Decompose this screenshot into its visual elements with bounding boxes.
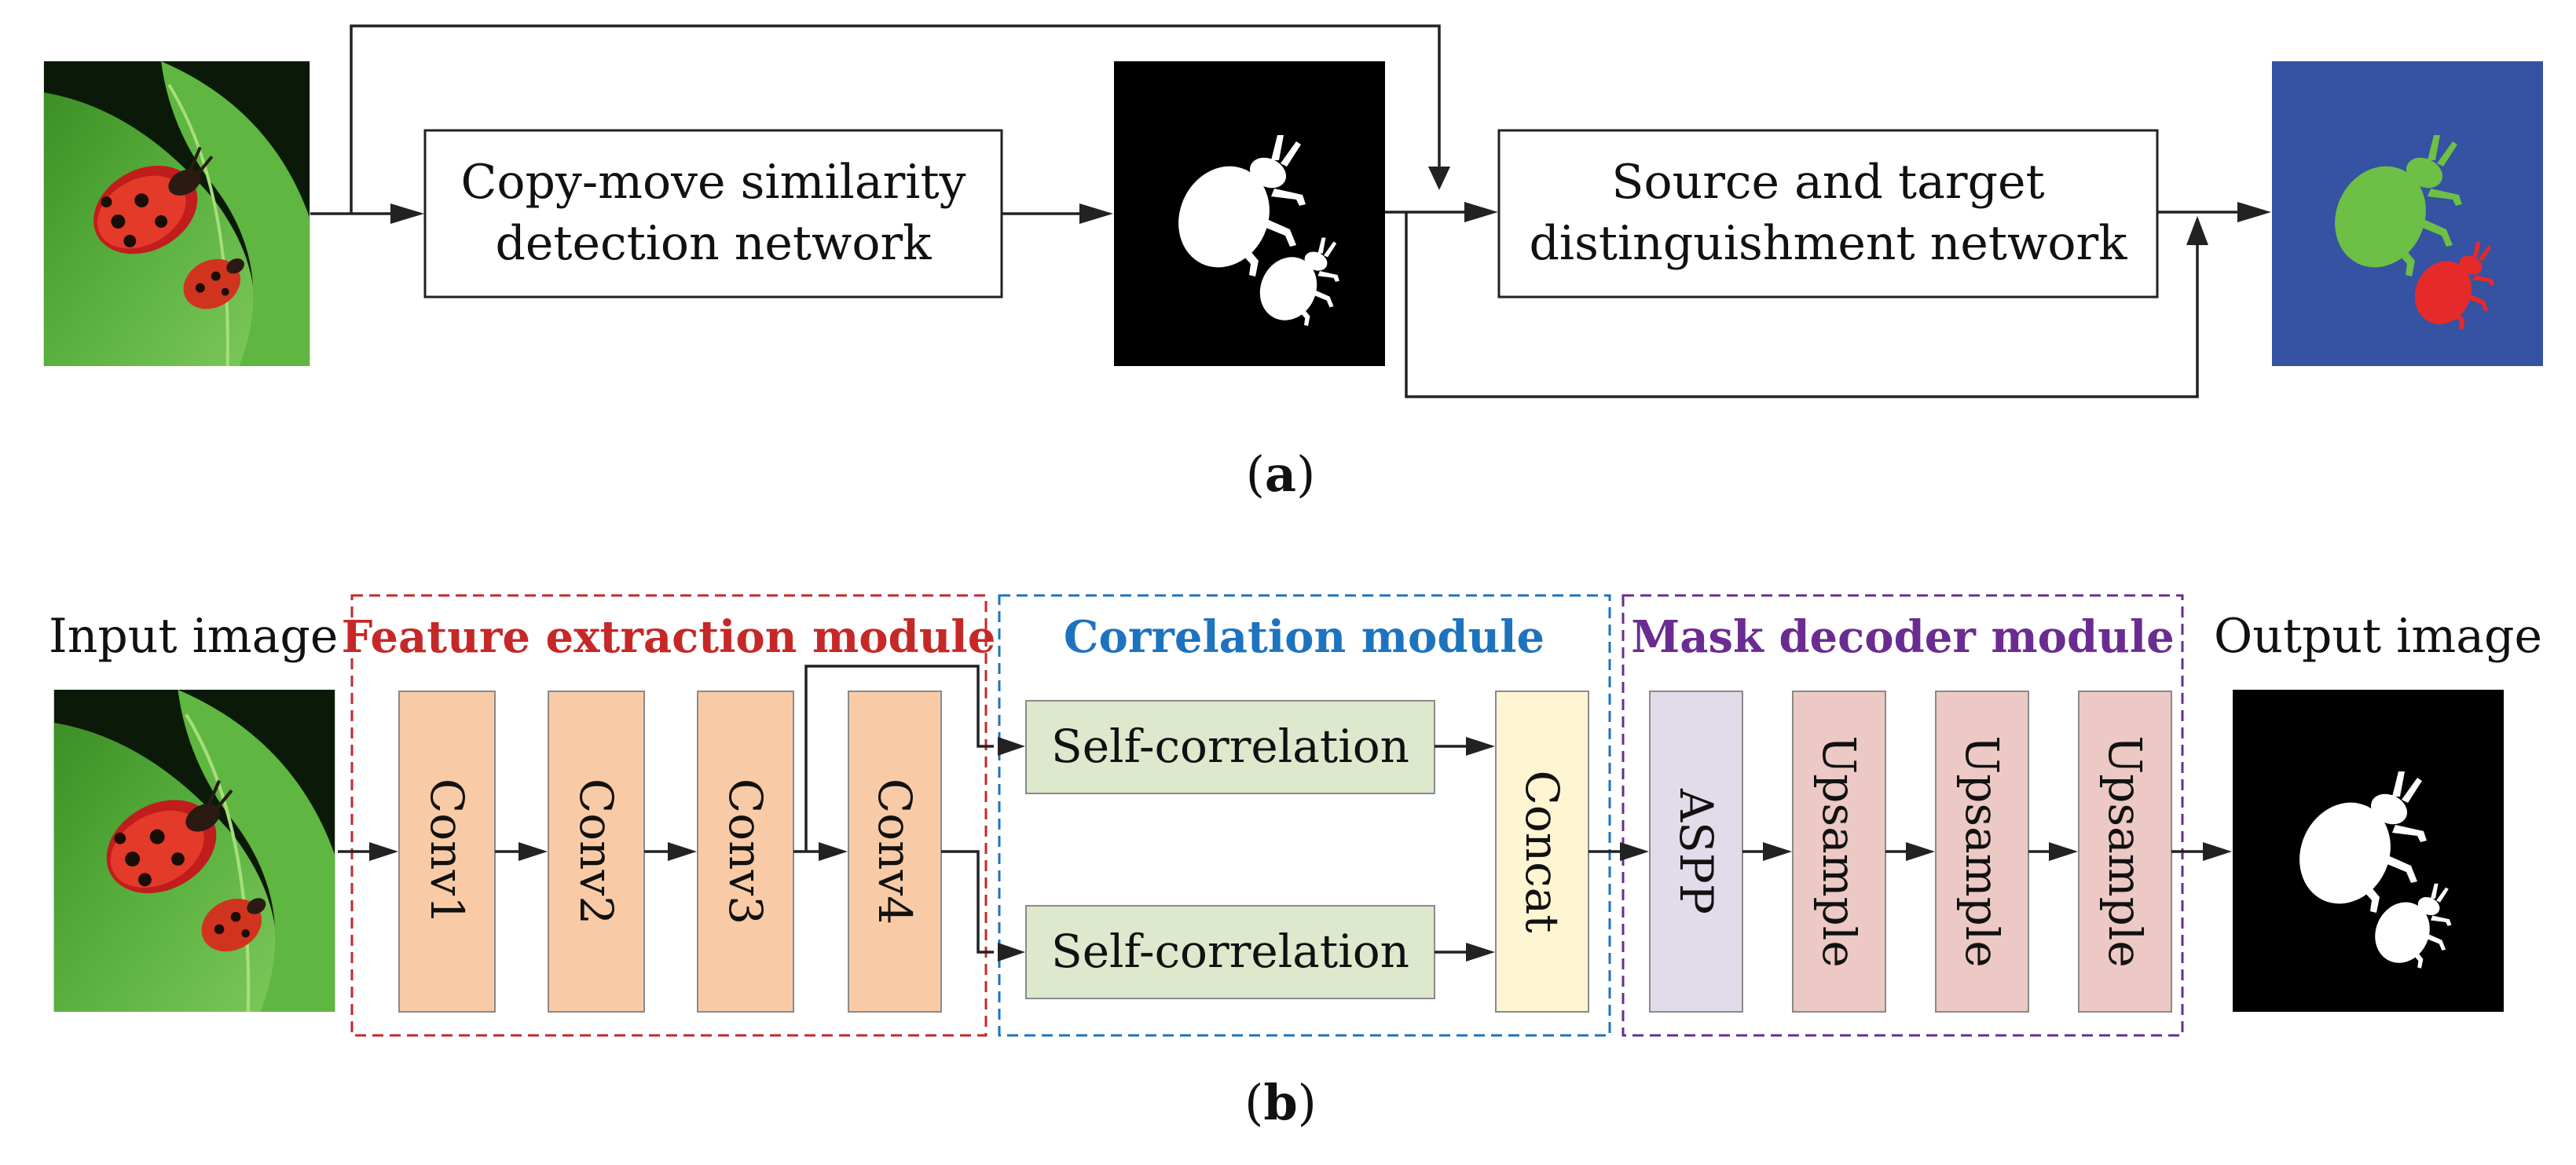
binary-mask-image [1114, 61, 1385, 366]
block1-line2: detection network [495, 216, 932, 271]
conv-block: Conv3 [697, 691, 794, 1013]
conv-block: Conv1 [398, 691, 496, 1013]
upsample-block: Upsample [1935, 691, 2029, 1013]
arrowhead-right-icon [998, 943, 1025, 962]
feature-module-title: Feature extraction module [342, 611, 996, 663]
correlation-module-title: Correlation module [1064, 611, 1545, 663]
arrowhead-right-icon [668, 842, 697, 861]
conv1-label: Conv1 [420, 778, 474, 925]
concat-label: Concat [1515, 770, 1569, 932]
branch-conv3-to-selfcorr [804, 665, 994, 852]
caption-a: (a) [1246, 445, 1316, 503]
input-ladybug-photo [43, 61, 310, 366]
arrowhead-right-icon [2203, 842, 2232, 861]
concat-block: Concat [1495, 691, 1589, 1013]
arrowhead-right-icon [390, 203, 424, 224]
self-correlation-block-top: Self-correlation [1025, 700, 1435, 794]
arrowhead-right-icon [518, 842, 548, 861]
conv3-label: Conv3 [719, 778, 772, 925]
arrowhead-right-icon [1906, 842, 1935, 861]
branch-conv4-to-selfcorr [941, 850, 994, 954]
arrowhead-right-icon [1620, 842, 1649, 861]
input-ladybug-photo [54, 690, 335, 1012]
upsample2-label: Upsample [1955, 735, 2009, 967]
self-correlation-bottom-label: Self-correlation [1051, 925, 1409, 978]
arrowhead-right-icon [369, 842, 398, 861]
self-correlation-block-bottom: Self-correlation [1025, 905, 1435, 999]
arrowhead-up-icon [2186, 216, 2208, 245]
upsample-block: Upsample [1792, 691, 1886, 1013]
conv-block: Conv2 [548, 691, 645, 1013]
input-image-label: Input image [49, 609, 338, 664]
skip-connection-bottom [1405, 212, 2199, 398]
block1-line1: Copy-move similarity [460, 155, 966, 210]
arrowhead-right-icon [2237, 202, 2271, 222]
mask-decoder-frame [1621, 594, 2184, 1037]
panel-b: Input image Output image Feature extract… [49, 594, 2542, 1131]
upsample3-label: Upsample [2098, 735, 2152, 967]
arrowhead-down-icon [1428, 167, 1450, 190]
copy-move-network-box [423, 129, 1003, 299]
self-correlation-top-label: Self-correlation [1051, 720, 1409, 773]
skip-connection-top [350, 24, 1441, 214]
conv4-label: Conv4 [868, 778, 922, 925]
arrowhead-right-icon [998, 737, 1025, 756]
arrowhead-right-icon [819, 842, 848, 861]
upsample-block: Upsample [2078, 691, 2172, 1013]
arrowhead-right-icon [2049, 842, 2078, 861]
aspp-label: ASPP [1669, 788, 1723, 914]
conv2-label: Conv2 [570, 778, 623, 925]
output-mask-image [2233, 690, 2504, 1012]
correlation-frame [998, 594, 1611, 1037]
output-image-label: Output image [2214, 609, 2542, 664]
upsample1-label: Upsample [1812, 735, 1866, 967]
colored-mask-image [2272, 61, 2543, 366]
arrowhead-right-icon [1079, 203, 1113, 224]
arrowhead-right-icon [1464, 202, 1498, 222]
conv-block: Conv4 [848, 691, 942, 1013]
caption-b: (b) [1244, 1074, 1317, 1131]
source-target-network-box [1497, 129, 2159, 299]
arrowhead-right-icon [1466, 943, 1495, 962]
block2-line2: distinguishment network [1529, 216, 2127, 271]
block2-line1: Source and target [1611, 155, 2044, 210]
aspp-block: ASPP [1649, 691, 1743, 1013]
feature-extraction-frame [350, 594, 988, 1037]
arrowhead-right-icon [1763, 842, 1792, 861]
decoder-module-title: Mask decoder module [1631, 611, 2175, 663]
arrowhead-right-icon [1466, 737, 1495, 756]
panel-a: Copy-move similarity detection network S… [43, 24, 2543, 503]
